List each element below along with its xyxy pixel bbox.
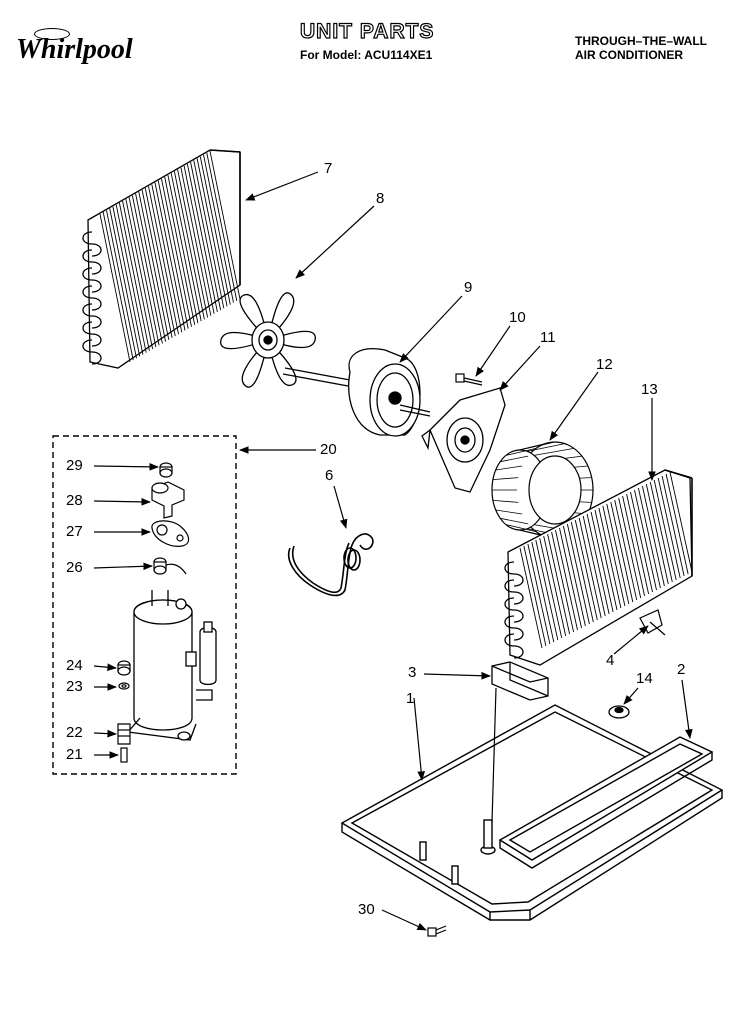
coil-bend bbox=[82, 249, 102, 275]
brand-logo: Whirlpool bbox=[16, 34, 133, 65]
leader-lines bbox=[93, 171, 693, 931]
condenser-coil-part-7 bbox=[82, 149, 241, 369]
screw-part-10 bbox=[455, 373, 483, 386]
pad-part-3 bbox=[491, 661, 549, 701]
coil-bend bbox=[504, 561, 524, 587]
coil-bend bbox=[504, 579, 524, 605]
callout-7: 7 bbox=[324, 160, 333, 177]
screw-part-30 bbox=[427, 925, 447, 937]
terminal-cover-part-28 bbox=[151, 481, 185, 519]
callout-29: 29 bbox=[66, 457, 83, 474]
callout-9: 9 bbox=[464, 279, 473, 296]
coil-bend bbox=[82, 321, 102, 347]
callout-4: 4 bbox=[606, 652, 615, 669]
model-number: For Model: ACU114XE1 bbox=[300, 48, 433, 62]
nut-part-29 bbox=[159, 462, 173, 478]
clip-part-4 bbox=[639, 609, 666, 636]
grommet-parts-21-24 bbox=[117, 660, 131, 763]
product-type-line-1: THROUGH–THE–WALL bbox=[575, 34, 707, 48]
brand-badge-icon bbox=[34, 28, 70, 40]
callout-22: 22 bbox=[66, 724, 83, 741]
blower-wheel-part-12 bbox=[491, 441, 594, 539]
callout-14: 14 bbox=[636, 670, 653, 687]
callout-6: 6 bbox=[325, 467, 334, 484]
callout-8: 8 bbox=[376, 190, 385, 207]
callout-28: 28 bbox=[66, 492, 83, 509]
callout-2: 2 bbox=[677, 661, 686, 678]
compressor-assembly-box-part-20 bbox=[52, 435, 237, 775]
callout-26: 26 bbox=[66, 559, 83, 576]
evaporator-coil-part-13 bbox=[504, 469, 693, 666]
coil-bend bbox=[82, 231, 102, 257]
drain-tray-part-2 bbox=[498, 736, 714, 869]
callout-24: 24 bbox=[66, 657, 83, 674]
coil-bend bbox=[82, 303, 102, 329]
callout-23: 23 bbox=[66, 678, 83, 695]
callout-21: 21 bbox=[66, 746, 83, 763]
overload-part-26 bbox=[153, 557, 187, 575]
callout-12: 12 bbox=[596, 356, 613, 373]
callout-30: 30 bbox=[358, 901, 375, 918]
base-pan-part-1 bbox=[340, 704, 724, 921]
wire-part-6 bbox=[288, 533, 374, 597]
coil-bend bbox=[504, 633, 524, 659]
coil-bend bbox=[82, 339, 102, 365]
compressor bbox=[126, 590, 217, 741]
callout-3: 3 bbox=[408, 664, 417, 681]
callout-1: 1 bbox=[406, 690, 415, 707]
grommet-part-14 bbox=[608, 705, 630, 719]
fan-blade-part-8 bbox=[220, 292, 316, 388]
callout-13: 13 bbox=[641, 381, 658, 398]
callout-20: 20 bbox=[320, 441, 337, 458]
callout-27: 27 bbox=[66, 523, 83, 540]
motor-mount-bracket-part-11 bbox=[421, 387, 506, 493]
coil-bend bbox=[504, 597, 524, 623]
gasket-part-27 bbox=[151, 520, 190, 547]
coil-bend bbox=[82, 285, 102, 311]
page-title: UNIT PARTS bbox=[299, 19, 435, 43]
callout-11: 11 bbox=[540, 329, 556, 346]
fan-motor-part-9 bbox=[282, 348, 431, 437]
coil-bend bbox=[504, 615, 524, 641]
callout-10: 10 bbox=[509, 309, 526, 326]
product-type-line-2: AIR CONDITIONER bbox=[575, 48, 683, 62]
coil-bend bbox=[82, 267, 102, 293]
